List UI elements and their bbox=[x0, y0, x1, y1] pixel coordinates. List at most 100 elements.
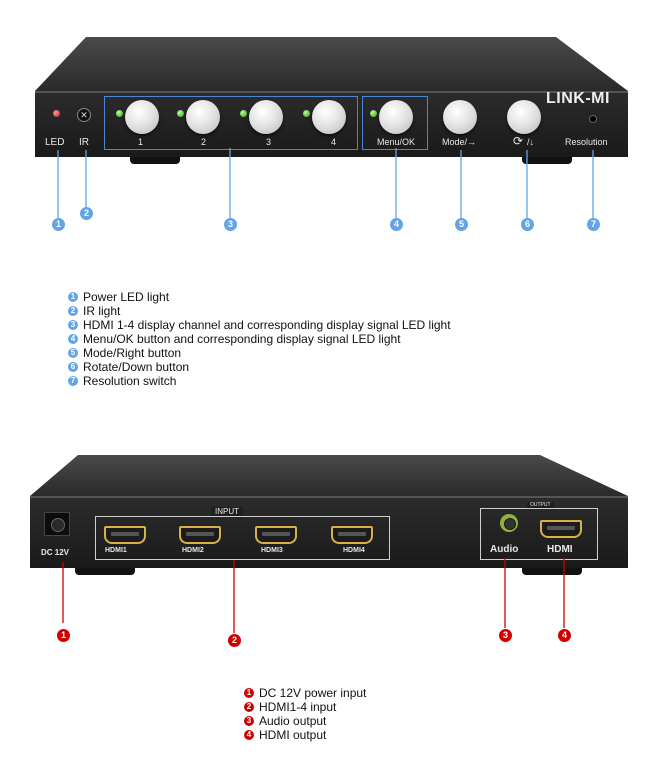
channel-1-label: 1 bbox=[138, 137, 144, 147]
hdmi4-label: HDMI4 bbox=[343, 547, 365, 554]
hdmi2-port bbox=[179, 526, 221, 544]
front-marker-5: 5 bbox=[455, 218, 468, 231]
brand-logo: LINK-MI bbox=[546, 90, 610, 107]
front-foot-left bbox=[130, 157, 180, 164]
channel-group-box bbox=[104, 96, 358, 150]
legend-text: Power LED light bbox=[83, 290, 170, 304]
rotate-down-button[interactable] bbox=[507, 100, 541, 134]
ir-label: IR bbox=[79, 137, 89, 148]
back-foot-right bbox=[522, 568, 582, 575]
front-legend-item: 6 Rotate/Down button bbox=[68, 360, 451, 374]
mode-label: Mode/→ bbox=[442, 137, 477, 147]
channel-3-led bbox=[240, 110, 247, 117]
ir-sensor-icon: ✕ bbox=[77, 108, 91, 122]
front-legend-item: 5 Mode/Right button bbox=[68, 346, 451, 360]
menu-ok-label: Menu/OK bbox=[377, 137, 416, 147]
resolution-hole[interactable] bbox=[589, 115, 597, 123]
back-legend-item: 4 HDMI output bbox=[244, 728, 366, 742]
audio-label: Audio bbox=[490, 544, 519, 555]
legend-number-icon: 7 bbox=[68, 376, 78, 386]
legend-number-icon: 1 bbox=[68, 292, 78, 302]
audio-jack-icon bbox=[500, 514, 518, 532]
output-group-box bbox=[480, 508, 598, 560]
legend-text: HDMI output bbox=[259, 728, 327, 742]
front-marker-3: 3 bbox=[224, 218, 237, 231]
hdmi1-label: HDMI1 bbox=[105, 547, 127, 554]
front-marker-1: 1 bbox=[52, 218, 65, 231]
legend-text: HDMI1-4 input bbox=[259, 700, 337, 714]
back-marker-1: 1 bbox=[57, 629, 70, 642]
rotate-icon: ⟳ bbox=[513, 134, 524, 148]
channel-4-label: 4 bbox=[331, 137, 337, 147]
menu-ok-button[interactable] bbox=[379, 100, 413, 134]
input-group-box bbox=[95, 516, 390, 560]
hdmi-out-label: HDMI bbox=[547, 544, 573, 555]
legend-number-icon: 4 bbox=[68, 334, 78, 344]
led-label: LED bbox=[45, 137, 65, 148]
legend-text: IR light bbox=[83, 304, 121, 318]
front-legend-item: 7 Resolution switch bbox=[68, 374, 451, 388]
resolution-label: Resolution bbox=[565, 137, 608, 147]
channel-2-led bbox=[177, 110, 184, 117]
front-device: ✕ LED IR 1 2 3 4 Menu/OK Mode/→ ⟳ /↓ LIN… bbox=[0, 0, 650, 231]
power-led bbox=[53, 110, 60, 117]
legend-number-icon: 1 bbox=[244, 688, 254, 698]
channel-3-button[interactable] bbox=[249, 100, 283, 134]
channel-1-led bbox=[116, 110, 123, 117]
legend-text: Rotate/Down button bbox=[83, 360, 190, 374]
channel-2-label: 2 bbox=[201, 137, 207, 147]
front-legend: 1 Power LED light 2 IR light 3 HDMI 1-4 dis… bbox=[68, 290, 451, 388]
legend-number-icon: 5 bbox=[68, 348, 78, 358]
front-marker-6: 6 bbox=[521, 218, 534, 231]
front-legend-item: 3 HDMI 1-4 display channel and correspond… bbox=[68, 318, 451, 332]
back-callout-lines bbox=[62, 558, 565, 633]
back-device: DC 12V INPUT HDMI1 HDMI2 HDMI3 HDMI4 OUT… bbox=[0, 440, 650, 647]
legend-number-icon: 2 bbox=[244, 702, 254, 712]
hdmi3-label: HDMI3 bbox=[261, 547, 283, 554]
back-legend: 1 DC 12V power input 2 HDMI1-4 input 3 Audi… bbox=[244, 686, 366, 742]
legend-text: Mode/Right button bbox=[83, 346, 182, 360]
front-legend-item: 4 Menu/OK button and corresponding displa… bbox=[68, 332, 451, 346]
legend-text: Resolution switch bbox=[83, 374, 177, 388]
hdmi-out-port bbox=[540, 520, 582, 538]
legend-number-icon: 2 bbox=[68, 306, 78, 316]
legend-text: HDMI 1-4 display channel and correspondi… bbox=[83, 318, 451, 332]
menu-led bbox=[370, 110, 377, 117]
hdmi1-port bbox=[104, 526, 146, 544]
rotate-label: /↓ bbox=[527, 137, 535, 147]
front-marker-4: 4 bbox=[390, 218, 403, 231]
legend-number-icon: 4 bbox=[244, 730, 254, 740]
front-marker-7: 7 bbox=[587, 218, 600, 231]
channel-1-button[interactable] bbox=[125, 100, 159, 134]
dc-jack-icon bbox=[44, 512, 70, 536]
back-legend-item: 1 DC 12V power input bbox=[244, 686, 366, 700]
legend-text: DC 12V power input bbox=[259, 686, 367, 700]
hdmi4-port bbox=[331, 526, 373, 544]
input-label: INPUT bbox=[211, 507, 243, 516]
back-legend-item: 3 Audio output bbox=[244, 714, 366, 728]
hdmi2-label: HDMI2 bbox=[182, 547, 204, 554]
output-label: OUTPUT bbox=[527, 502, 554, 508]
menu-group-box bbox=[362, 96, 428, 150]
back-marker-4: 4 bbox=[558, 629, 571, 642]
channel-4-button[interactable] bbox=[312, 100, 346, 134]
legend-number-icon: 6 bbox=[68, 362, 78, 372]
front-marker-2: 2 bbox=[80, 207, 93, 220]
back-marker-3: 3 bbox=[499, 629, 512, 642]
back-marker-2: 2 bbox=[228, 634, 241, 647]
legend-text: Menu/OK button and corresponding display… bbox=[83, 332, 401, 346]
legend-number-icon: 3 bbox=[244, 716, 254, 726]
dc-label: DC 12V bbox=[41, 548, 70, 557]
channel-3-label: 3 bbox=[266, 137, 272, 147]
channel-2-button[interactable] bbox=[186, 100, 220, 134]
front-callout-lines bbox=[57, 148, 594, 218]
mode-right-button[interactable] bbox=[443, 100, 477, 134]
front-legend-item: 2 IR light bbox=[68, 304, 451, 318]
front-legend-item: 1 Power LED light bbox=[68, 290, 451, 304]
back-foot-left bbox=[75, 568, 135, 575]
hdmi3-port bbox=[255, 526, 297, 544]
legend-number-icon: 3 bbox=[68, 320, 78, 330]
legend-text: Audio output bbox=[259, 714, 327, 728]
channel-4-led bbox=[303, 110, 310, 117]
front-foot-right bbox=[522, 157, 572, 164]
